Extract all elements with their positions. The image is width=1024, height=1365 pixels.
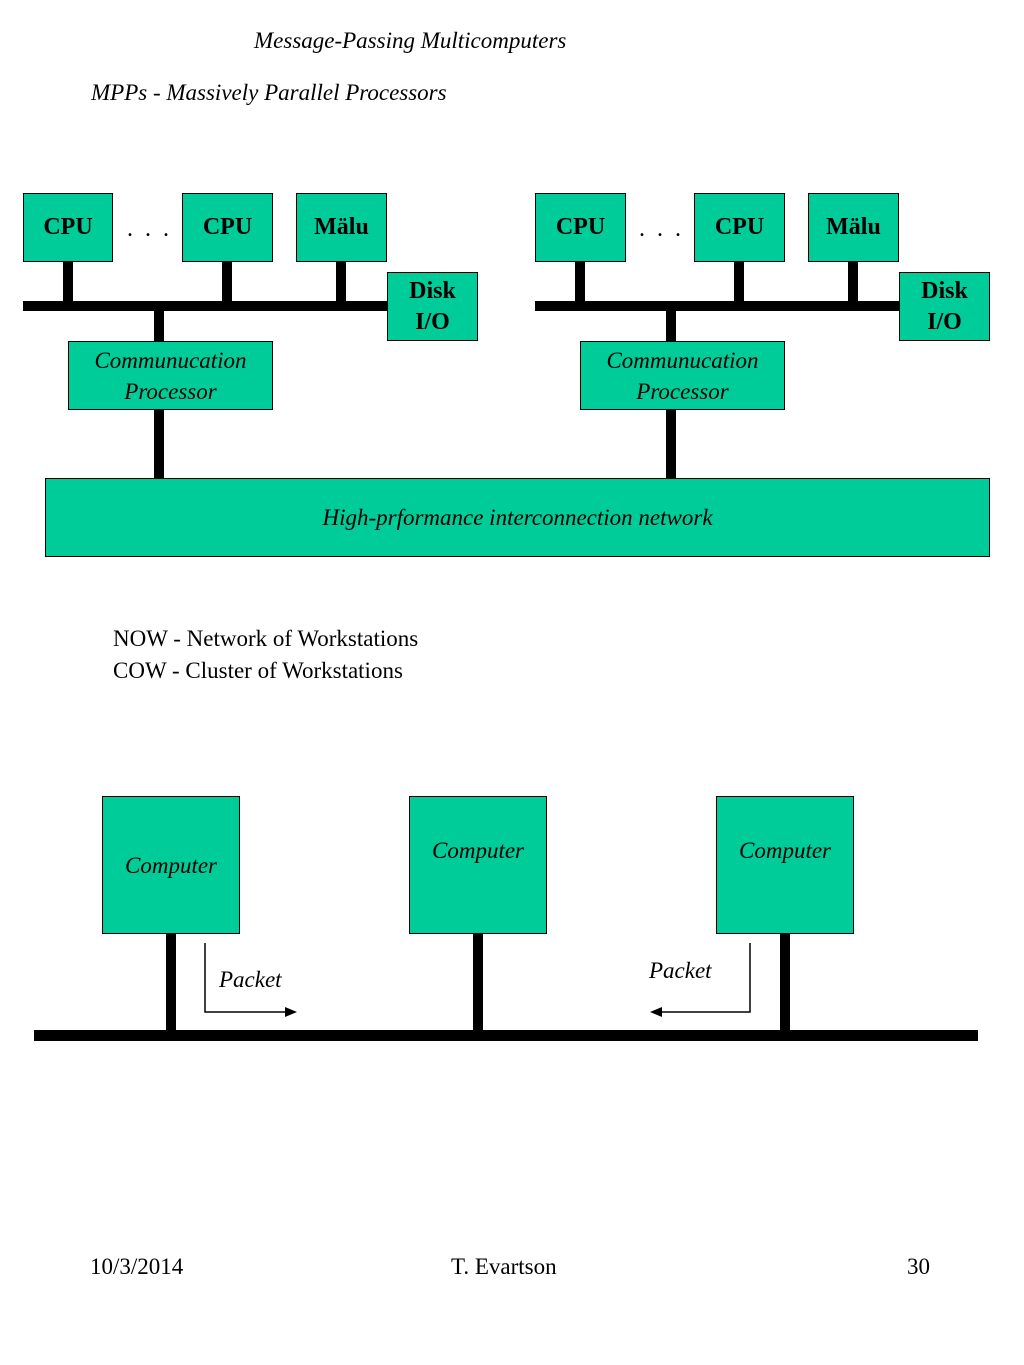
cpu-bus-connector (734, 262, 744, 306)
communication-processor-box: Communucation Processor (580, 341, 785, 410)
comm-label-line1: Communucation (94, 347, 247, 373)
communication-processor-box: Communucation Processor (68, 341, 273, 410)
cpu-box: CPU (535, 193, 626, 262)
comm-to-network-connector (666, 410, 676, 478)
disk-io-label-line1: Disk (409, 277, 456, 304)
packet-label: Packet (219, 967, 282, 992)
workstation-bus (34, 1030, 978, 1041)
ellipsis: . . . (127, 216, 172, 242)
disk-io-box: Disk I/O (387, 272, 478, 341)
comm-to-network-connector (154, 410, 164, 478)
ellipsis: . . . (639, 216, 684, 242)
cpu-bus-connector (63, 262, 73, 306)
node-bus (23, 301, 388, 311)
computer-label: Computer (432, 838, 524, 863)
packet-label: Packet (649, 958, 712, 983)
disk-io-label-line2: I/O (415, 308, 450, 335)
cpu-box: CPU (182, 193, 273, 262)
packet-arrow-right (204, 943, 297, 1017)
computer-box: Computer (409, 796, 547, 934)
computer-bus-connector (473, 934, 483, 1031)
memory-box: Mälu (296, 193, 387, 262)
cpu-box: CPU (694, 193, 785, 262)
computer-bus-connector (166, 934, 176, 1031)
comm-label-line2: Processor (636, 378, 729, 404)
footer-date: 10/3/2014 (90, 1254, 184, 1279)
cpu-box: CPU (23, 193, 113, 262)
interconnection-network-box: High-prformance interconnection network (45, 478, 990, 557)
computer-bus-connector (780, 934, 790, 1031)
computer-label: Computer (739, 838, 831, 863)
footer-page-number: 30 (907, 1254, 930, 1279)
memory-bus-connector (336, 262, 346, 306)
node-bus (535, 301, 900, 311)
cow-definition: COW - Cluster of Workstations (113, 658, 403, 683)
comm-label-line1: Communucation (606, 347, 759, 373)
slide-title: Message-Passing Multicomputers (254, 28, 567, 53)
disk-io-box: Disk I/O (899, 272, 990, 341)
bus-to-comm-connector (154, 311, 164, 341)
computer-box: Computer (716, 796, 854, 934)
cpu-bus-connector (222, 262, 232, 306)
memory-bus-connector (848, 262, 858, 306)
footer-author: T. Evartson (451, 1254, 557, 1279)
packet-arrow-left (650, 943, 751, 1017)
memory-box: Mälu (808, 193, 899, 262)
disk-io-label-line1: Disk (921, 277, 968, 304)
now-definition: NOW - Network of Workstations (113, 626, 419, 651)
computer-box: Computer (102, 796, 240, 934)
cpu-bus-connector (575, 262, 585, 306)
comm-label-line2: Processor (124, 378, 217, 404)
disk-io-label-line2: I/O (927, 308, 962, 335)
slide-subtitle: MPPs - Massively Parallel Processors (91, 80, 447, 105)
bus-to-comm-connector (666, 311, 676, 341)
